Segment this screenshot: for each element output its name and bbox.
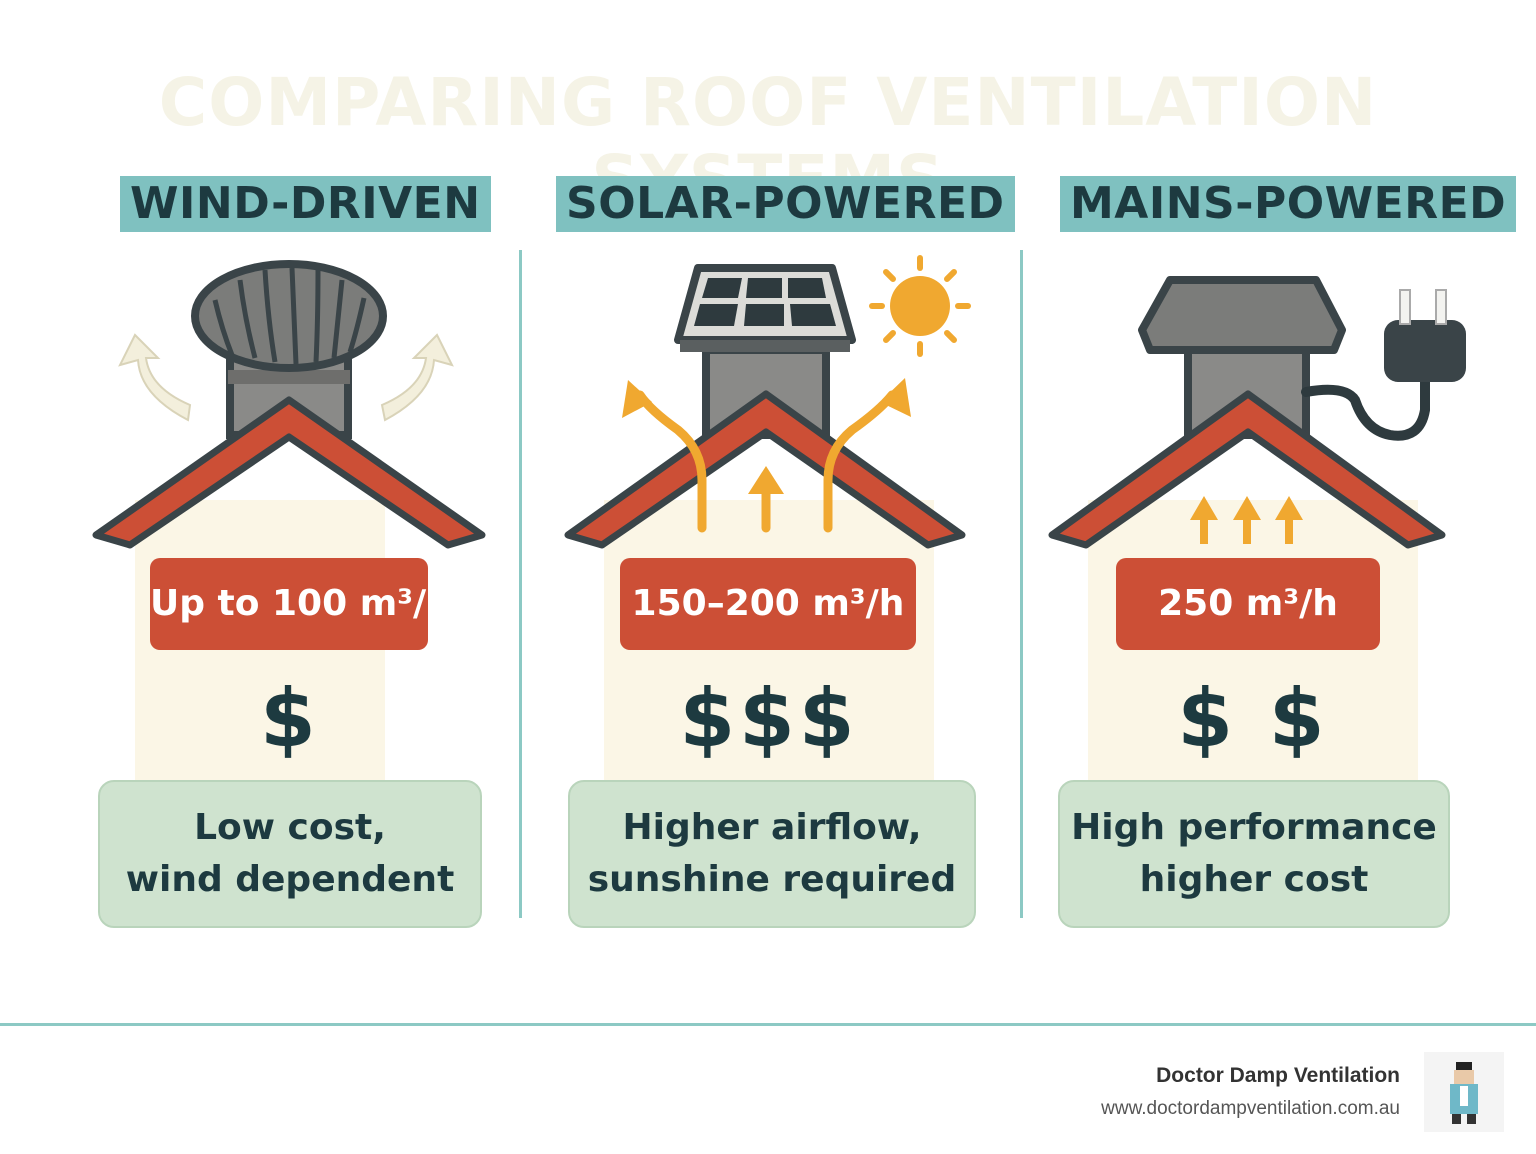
airflow-label-solar: 150–200 m³/h xyxy=(620,558,916,650)
note-line: Low cost, xyxy=(194,807,386,848)
airflow-label-mains: 250 m³/h xyxy=(1116,558,1380,650)
note-line: sunshine required xyxy=(587,859,957,900)
cost-indicator-mains: $ $ xyxy=(1177,672,1329,765)
note-line: High performance xyxy=(1071,807,1437,848)
brand-name: Doctor Damp Ventilation xyxy=(1156,1064,1400,1087)
brand-url[interactable]: www.doctordampventilation.com.au xyxy=(1101,1098,1400,1119)
note-line: wind dependent xyxy=(125,859,455,900)
heading-wind-driven: WIND-DRIVEN xyxy=(120,176,491,232)
sun-icon xyxy=(869,255,971,357)
airflow-arrows-mains xyxy=(1190,496,1303,544)
column-divider xyxy=(519,250,522,918)
power-plug-icon xyxy=(1301,289,1466,441)
mains-vent-cap xyxy=(1138,276,1346,354)
note-mains: High performance higher cost xyxy=(1058,780,1450,928)
column-divider xyxy=(1020,250,1023,918)
roof-solar xyxy=(564,390,966,549)
note-solar: Higher airflow, sunshine required xyxy=(568,780,976,928)
footer-divider xyxy=(0,1023,1536,1026)
note-line: higher cost xyxy=(1139,859,1369,900)
mascot-icon xyxy=(1450,1062,1478,1124)
solar-panel-icon xyxy=(674,264,856,352)
roof-mains xyxy=(1048,390,1446,549)
cost-indicator-solar: $$$ xyxy=(679,672,859,765)
roof-wind xyxy=(92,396,486,549)
brand-logo xyxy=(1424,1052,1504,1132)
note-wind: Low cost, wind dependent xyxy=(98,780,482,928)
airflow-label-wind: Up to 100 m³/h xyxy=(150,558,452,650)
heading-solar-powered: SOLAR-POWERED xyxy=(556,176,1015,232)
cost-indicator-wind: $ xyxy=(260,672,320,765)
arrowheads-solar xyxy=(622,378,911,494)
heading-mains-powered: MAINS-POWERED xyxy=(1060,176,1517,232)
note-line: Higher airflow, xyxy=(622,807,922,848)
airflow-arrows-solar xyxy=(635,390,897,533)
wind-arrows xyxy=(118,333,454,422)
